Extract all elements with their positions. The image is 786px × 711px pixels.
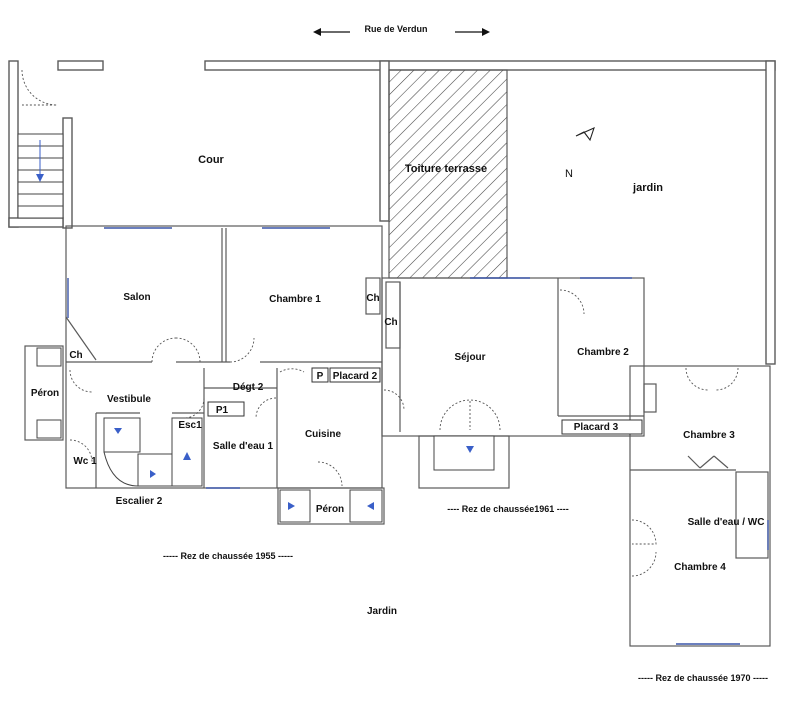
label-chambre-1: Chambre 1 <box>269 294 321 305</box>
label-p1: P1 <box>216 405 229 416</box>
label-p: P <box>317 371 324 382</box>
label-salon: Salon <box>123 292 150 303</box>
arrow-right-icon <box>288 502 295 510</box>
arrow-down-icon <box>466 446 474 453</box>
label-placard-3: Placard 3 <box>574 422 619 433</box>
exterior-stair-top-left <box>17 69 64 219</box>
interior-doors <box>69 337 405 487</box>
closet-2-box <box>329 367 381 383</box>
label-chambre-4: Chambre 4 <box>674 562 726 573</box>
arrow-right-icon <box>482 28 490 36</box>
windows <box>67 227 769 645</box>
arrow-left-icon <box>313 28 321 36</box>
arrow-down-icon <box>36 174 44 182</box>
label-wc-1: Wc 1 <box>73 456 97 467</box>
label-peron-bottom: Péron <box>316 504 344 515</box>
label-escalier-2: Escalier 2 <box>116 496 163 507</box>
label-jardin-bottom: Jardin <box>367 606 397 617</box>
arrow-down-icon <box>114 428 122 434</box>
roof-terrace <box>388 69 508 279</box>
north-label: N <box>565 168 573 180</box>
note-rdc-1955: ----- Rez de chaussée 1955 ----- <box>163 551 293 561</box>
label-salle-eau-1: Salle d'eau 1 <box>213 441 274 452</box>
house-1955-walls <box>65 225 383 489</box>
arrow-right-icon <box>150 470 156 478</box>
north-arrow-icon <box>575 126 595 142</box>
label-ch-b: Ch <box>384 317 397 328</box>
boundary-walls <box>8 60 776 365</box>
street-header: Rue de Verdun <box>313 24 490 36</box>
arrow-left-icon <box>367 502 374 510</box>
label-sejour: Séjour <box>454 352 485 363</box>
arrow-up-icon <box>183 452 191 460</box>
left-peron <box>24 345 64 441</box>
label-peron-left: Péron <box>31 388 59 399</box>
note-rdc-1961: ---- Rez de chaussée1961 ---- <box>447 504 569 514</box>
closet-3-box <box>561 419 643 435</box>
label-jardin-top: jardin <box>632 182 663 194</box>
closet-p1-box <box>207 401 245 417</box>
label-salle-eau-wc: Salle d'eau / WC <box>688 517 765 528</box>
note-rdc-1970: ----- Rez de chaussée 1970 ----- <box>638 673 768 683</box>
label-chambre-3: Chambre 3 <box>683 430 735 441</box>
label-ch-c: Ch <box>69 350 82 361</box>
label-cuisine: Cuisine <box>305 429 342 440</box>
label-chambre-2: Chambre 2 <box>577 347 629 358</box>
house-1961-walls <box>365 277 645 489</box>
label-vestibule: Vestibule <box>107 394 151 405</box>
label-ch-a: Ch <box>366 293 379 304</box>
bottom-peron <box>277 487 385 525</box>
house-1970-walls <box>629 365 771 647</box>
street-name: Rue de Verdun <box>364 24 427 34</box>
interior-stairs <box>103 417 203 487</box>
label-degt-2: Dégt 2 <box>233 382 264 393</box>
closet-p-box <box>311 367 329 383</box>
label-esc1: Esc1 <box>178 420 202 431</box>
label-cour: Cour <box>198 154 224 166</box>
label-toiture-terrasse: Toiture terrasse <box>405 163 487 175</box>
label-placard-2: Placard 2 <box>333 371 378 382</box>
